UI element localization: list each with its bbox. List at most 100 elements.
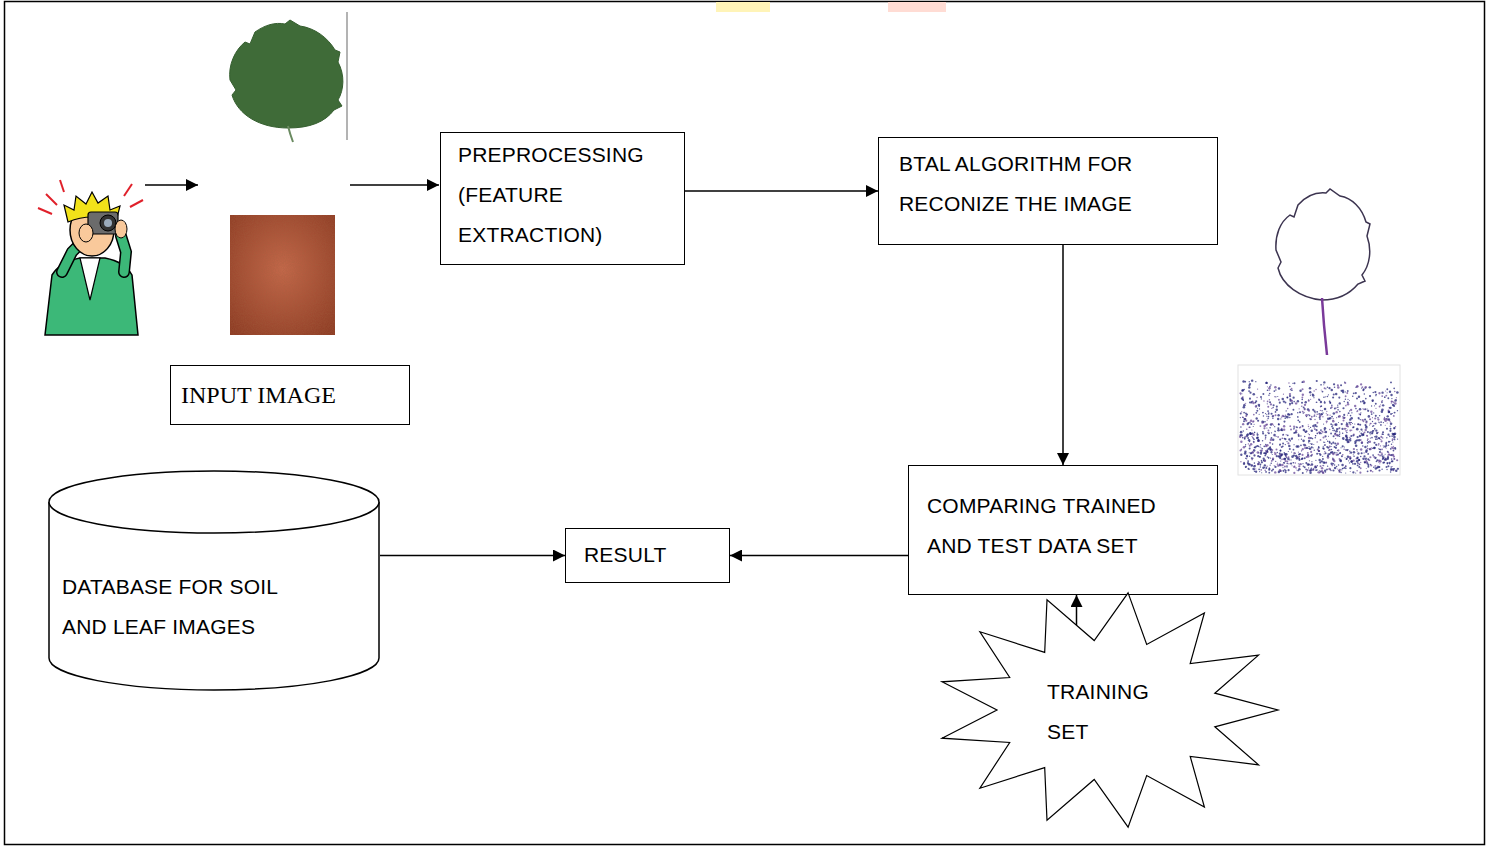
soil-dot [1326, 439, 1327, 440]
flash-line [130, 200, 143, 207]
soil-dot [1350, 438, 1352, 440]
soil-dot [1384, 396, 1386, 398]
soil-dot [1342, 437, 1345, 440]
soil-dot [1361, 442, 1363, 444]
soil-dot [1242, 423, 1244, 425]
soil-dot [1329, 418, 1330, 419]
soil-dot [1307, 408, 1310, 411]
soil-dot [1284, 401, 1286, 403]
soil-dot [1276, 406, 1278, 408]
soil-dot [1311, 463, 1314, 466]
soil-dot [1369, 456, 1371, 458]
soil-dot [1304, 404, 1306, 406]
soil-dot [1279, 445, 1280, 446]
soil-dot [1327, 386, 1329, 388]
soil-dot [1338, 415, 1340, 417]
soil-dot [1279, 402, 1281, 404]
soil-dot [1288, 382, 1289, 383]
soil-dot [1316, 426, 1318, 428]
soil-dot [1392, 448, 1394, 450]
soil-dot [1349, 418, 1351, 420]
soil-dot [1330, 423, 1332, 425]
soil-dot [1381, 454, 1383, 456]
soil-dot [1317, 471, 1319, 473]
soil-dot [1259, 456, 1261, 458]
soil-dot [1318, 450, 1320, 452]
soil-dot [1360, 432, 1362, 434]
soil-dot [1394, 399, 1397, 402]
soil-dot [1344, 382, 1346, 384]
soil-dot [1346, 428, 1347, 429]
soil-dot [1330, 452, 1332, 454]
soil-dot [1379, 415, 1380, 416]
soil-dot [1253, 441, 1255, 443]
soil-dot [1246, 434, 1249, 437]
soil-dot [1243, 406, 1246, 409]
soil-dot [1296, 457, 1299, 460]
soil-dot [1282, 458, 1284, 460]
soil-dot [1258, 461, 1259, 462]
soil-dot [1362, 400, 1364, 402]
soil-dot [1243, 430, 1244, 431]
soil-dot [1337, 406, 1339, 408]
soil-dot [1261, 461, 1263, 463]
soil-dot [1248, 443, 1249, 444]
soil-dot [1280, 450, 1282, 452]
soil-dot [1328, 387, 1330, 389]
soil-dot [1375, 457, 1377, 459]
soil-dot [1324, 408, 1327, 411]
soil-dot [1261, 472, 1262, 473]
soil-dot [1314, 465, 1316, 467]
flash-line [124, 184, 132, 196]
soil-dot [1341, 469, 1342, 470]
soil-dot [1309, 460, 1310, 461]
soil-dot [1359, 435, 1361, 437]
soil-dot [1356, 457, 1358, 459]
soil-dot [1255, 381, 1256, 382]
soil-dot [1394, 468, 1395, 469]
soil-dot [1364, 393, 1365, 394]
soil-dot [1345, 466, 1346, 467]
soil-dot [1307, 455, 1310, 458]
soil-dot [1379, 422, 1380, 423]
soil-dot [1395, 470, 1397, 472]
soil-dot [1337, 468, 1338, 469]
soil-dot [1284, 438, 1286, 440]
soil-dot [1267, 418, 1268, 419]
soil-dot [1253, 420, 1255, 422]
soil-dot [1299, 456, 1300, 457]
soil-dot [1345, 430, 1347, 432]
soil-dot [1256, 397, 1257, 398]
soil-dot [1372, 471, 1373, 472]
soil-dot [1273, 434, 1275, 436]
soil-dot [1351, 422, 1352, 423]
soil-dot [1272, 407, 1273, 408]
soil-dot [1350, 471, 1351, 472]
soil-dot [1326, 468, 1328, 470]
soil-dot [1391, 400, 1393, 402]
soil-dot [1273, 425, 1274, 426]
soil-dot [1274, 465, 1275, 466]
soil-dot [1266, 451, 1267, 452]
soil-dot [1394, 412, 1396, 414]
soil-dot [1248, 463, 1250, 465]
soil-dot [1273, 404, 1275, 406]
soil-dot [1283, 425, 1285, 427]
soil-dot [1265, 413, 1266, 414]
watermark-fragment [888, 2, 946, 12]
soil-dot [1387, 415, 1389, 417]
soil-dot [1388, 411, 1390, 413]
soil-dot [1352, 395, 1354, 397]
soil-dot [1298, 439, 1299, 440]
soil-dot [1264, 469, 1266, 471]
soil-dot [1332, 442, 1334, 444]
soil-dot [1392, 466, 1393, 467]
soil-dot [1335, 433, 1336, 434]
soil-dot [1352, 460, 1354, 462]
soil-dot [1333, 435, 1335, 437]
database-cylinder: DATABASE FOR SOIL AND LEAF IMAGES [48, 470, 380, 690]
soil-dot [1284, 466, 1286, 468]
soil-dot [1350, 409, 1352, 411]
soil-dot [1370, 434, 1371, 435]
soil-dot [1295, 462, 1297, 464]
